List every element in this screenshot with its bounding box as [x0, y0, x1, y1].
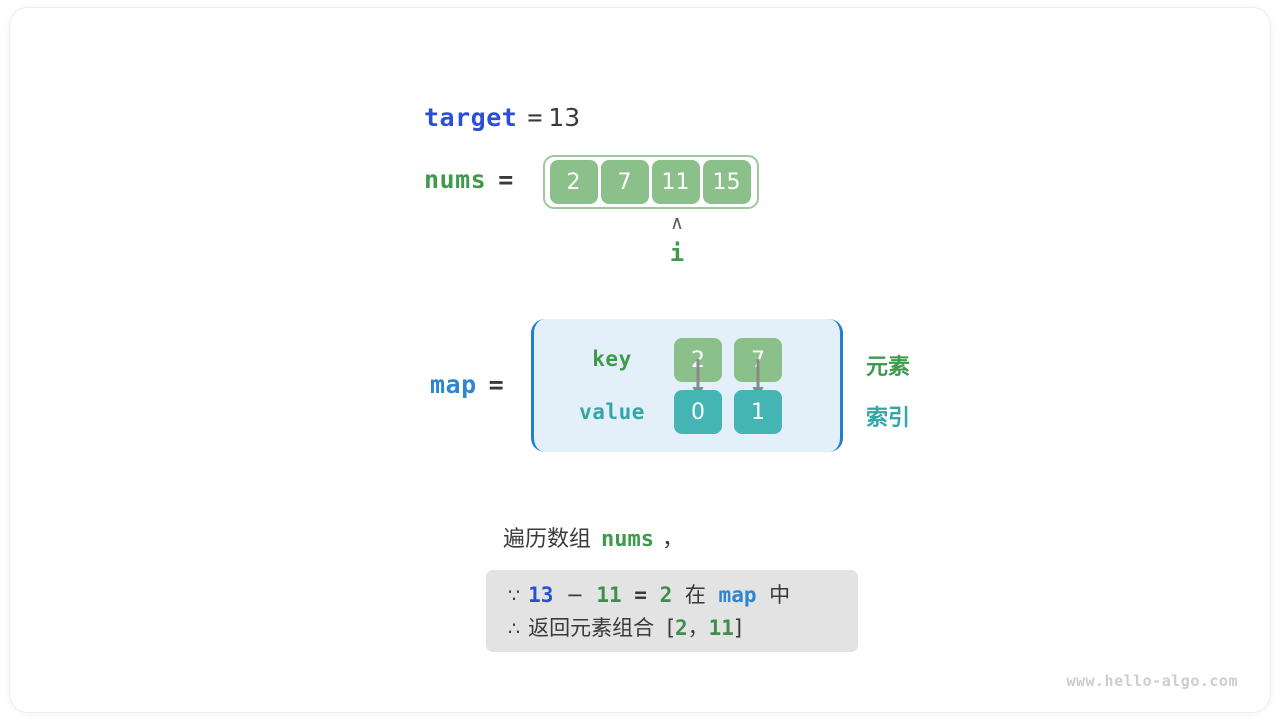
conclusion-current-value: 11 [596, 583, 622, 607]
side-label-index: 索引 [866, 406, 911, 431]
nums-equals-sign: = [498, 165, 514, 194]
minus-operator: − [566, 583, 584, 607]
target-equals-sign: = [527, 102, 543, 132]
result-first-value: 2 [674, 616, 688, 640]
conclusion-return-text: 返回元素组合 [528, 616, 655, 640]
conclusion-box: ∵ 13 − 11 = 2 在 map 中 ∴ 返回元素组合 [486, 570, 858, 652]
conclusion-complement-value: 2 [659, 583, 673, 607]
equals-operator: = [634, 583, 647, 607]
array-cell: 11 [651, 160, 700, 204]
map-row: map = [430, 370, 504, 399]
conclusion-within-word: 中 [769, 583, 791, 607]
array-cell: 7 [600, 160, 649, 204]
pointer-label-i: i [669, 239, 685, 267]
hash-map-box: key value 2 7 0 1 [531, 319, 843, 452]
map-variable-label: map [430, 370, 477, 399]
caption-suffix: ， [662, 527, 685, 552]
array-cell: 2 [549, 160, 598, 204]
side-label-element: 元素 [866, 355, 911, 380]
map-value-cell: 0 [674, 390, 722, 434]
conclusion-map-word: map [718, 583, 757, 607]
caption-prefix: 遍历数组 [503, 527, 592, 552]
conclusion-target-value: 13 [528, 583, 554, 607]
minus-sign [553, 583, 566, 607]
target-row: target = 13 [424, 100, 580, 134]
diagram-card: target = 13 nums = 2 7 11 15 ∧ i map = k… [10, 8, 1270, 712]
nums-array: 2 7 11 15 [543, 155, 759, 209]
map-value-cell: 1 [734, 390, 782, 434]
nums-variable-label: nums [424, 165, 487, 194]
target-value: 13 [548, 102, 581, 132]
array-cell: 15 [702, 160, 751, 204]
map-equals-sign: = [488, 370, 504, 399]
caption-line: 遍历数组 nums ， [503, 521, 684, 553]
because-symbol: ∵ [508, 585, 521, 607]
target-variable-label: target [424, 102, 518, 132]
result-comma: ， [687, 616, 709, 640]
bracket-open: [ [666, 616, 675, 640]
map-row-label-value: value [579, 400, 645, 424]
result-second-value: 11 [708, 616, 734, 640]
conclusion-line-1: ∵ 13 − 11 = 2 在 map 中 [508, 579, 836, 612]
hash-map-grid: key value 2 7 0 1 [534, 319, 840, 452]
pointer-caret-icon: ∧ [670, 212, 684, 234]
caption-variable: nums [601, 527, 654, 552]
conclusion-in-word: 在 [684, 583, 706, 607]
nums-row: nums = [424, 165, 513, 194]
map-row-label-key: key [592, 347, 632, 371]
bracket-close: ] [733, 616, 743, 640]
watermark: www.hello-algo.com [1066, 672, 1238, 690]
conclusion-line-2: ∴ 返回元素组合 [ 2 ， 11 ] [508, 612, 836, 645]
therefore-symbol: ∴ [508, 618, 521, 640]
